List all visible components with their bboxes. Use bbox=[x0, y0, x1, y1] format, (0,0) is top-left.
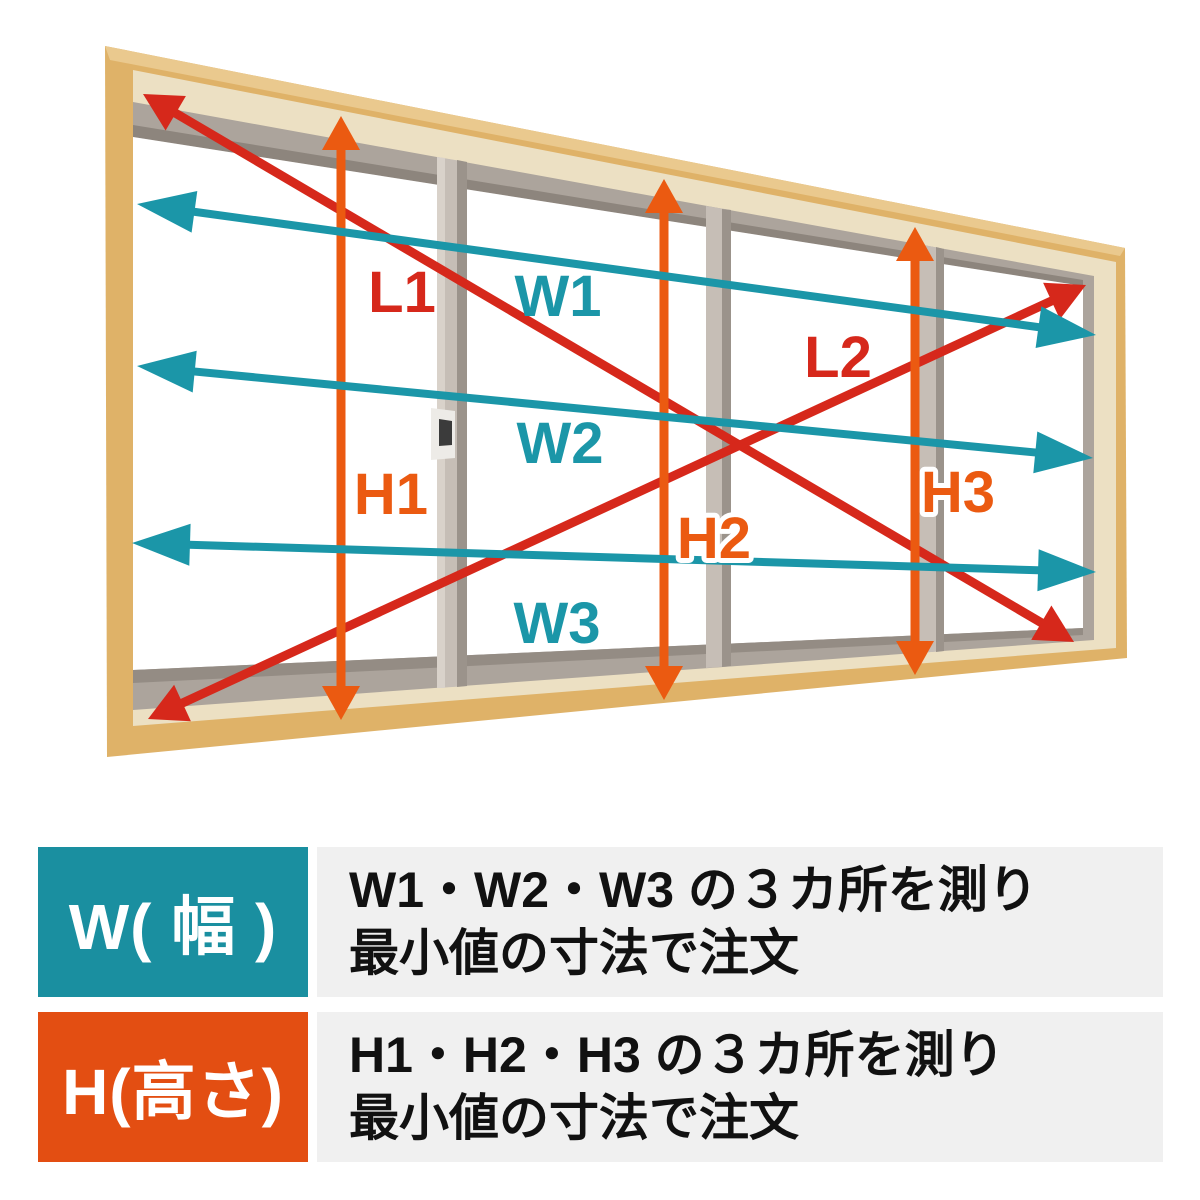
h3-arrowhead-bottom bbox=[896, 641, 934, 675]
w3-arrow bbox=[132, 523, 1096, 592]
l1-label: L1 bbox=[368, 260, 436, 325]
height-instruction-line2: 最小値の寸法で注文 bbox=[349, 1090, 799, 1146]
w2-arrowhead-right bbox=[1033, 431, 1093, 474]
h2-arrowhead-bottom bbox=[645, 666, 683, 700]
h1-arrowhead-top bbox=[322, 116, 360, 150]
width-instruction-line1: W1・W2・W3 の３カ所を測り bbox=[349, 862, 1038, 918]
h1-arrowhead-bottom bbox=[322, 686, 360, 720]
h3-arrow bbox=[896, 227, 934, 675]
height-instruction-line1: H1・H2・H3 の３カ所を測り bbox=[349, 1027, 1005, 1083]
width-key-badge: W( 幅 ) bbox=[38, 847, 308, 997]
w2-arrow bbox=[137, 350, 1093, 474]
l2-label: L2 bbox=[804, 325, 872, 390]
w1-label: W1 bbox=[515, 264, 602, 329]
l1-arrow bbox=[143, 94, 1074, 642]
handle-knob bbox=[439, 419, 452, 446]
legend-row-height: H(高さ) H1・H2・H3 の３カ所を測り 最小値の寸法で注文 bbox=[0, 1012, 1200, 1162]
window-track-shadow-top bbox=[133, 125, 1083, 286]
w3-arrowhead-right bbox=[1037, 549, 1096, 592]
glass-pane-area bbox=[133, 137, 1083, 670]
h3-label: H3 bbox=[921, 460, 995, 525]
window-glass bbox=[133, 137, 1083, 683]
w3-arrowhead-left bbox=[132, 523, 191, 566]
w2-label: W2 bbox=[517, 411, 604, 476]
l1-arrowhead-bottomright bbox=[1031, 605, 1074, 642]
w1-arrowhead-right bbox=[1035, 306, 1096, 348]
h2-arrow bbox=[645, 179, 683, 700]
w3-label: W3 bbox=[514, 591, 601, 656]
window-measurement-diagram: L1 W1 L2 W2 H1 H2 H3 W3 bbox=[105, 46, 1127, 757]
window-frame-top-face bbox=[105, 46, 1125, 256]
l2-arrowhead-topright bbox=[1043, 282, 1086, 320]
height-description: H1・H2・H3 の３カ所を測り 最小値の寸法で注文 bbox=[317, 1012, 1163, 1162]
width-instruction-line2: 最小値の寸法で注文 bbox=[349, 925, 799, 981]
window-track-shadow-bottom bbox=[133, 628, 1083, 683]
h2-label: H2 bbox=[677, 506, 751, 571]
width-description: W1・W2・W3 の３カ所を測り 最小値の寸法で注文 bbox=[317, 847, 1163, 997]
h3-arrowhead-top bbox=[896, 227, 934, 261]
w2-arrowhead-left bbox=[137, 350, 197, 393]
l2-arrowhead-bottomleft bbox=[148, 684, 191, 722]
height-key-badge: H(高さ) bbox=[38, 1012, 308, 1162]
legend-row-width: W( 幅 ) W1・W2・W3 の３カ所を測り 最小値の寸法で注文 bbox=[0, 847, 1200, 997]
w1-arrowhead-left bbox=[137, 191, 198, 233]
h1-label: H1 bbox=[354, 462, 428, 527]
mullion-3-shade bbox=[936, 247, 944, 652]
mullion-1-shade bbox=[457, 160, 467, 687]
h2-arrowhead-top bbox=[645, 179, 683, 213]
window-handle bbox=[431, 408, 455, 460]
l1-arrowhead-topleft bbox=[143, 94, 186, 131]
w1-arrow bbox=[137, 191, 1096, 348]
